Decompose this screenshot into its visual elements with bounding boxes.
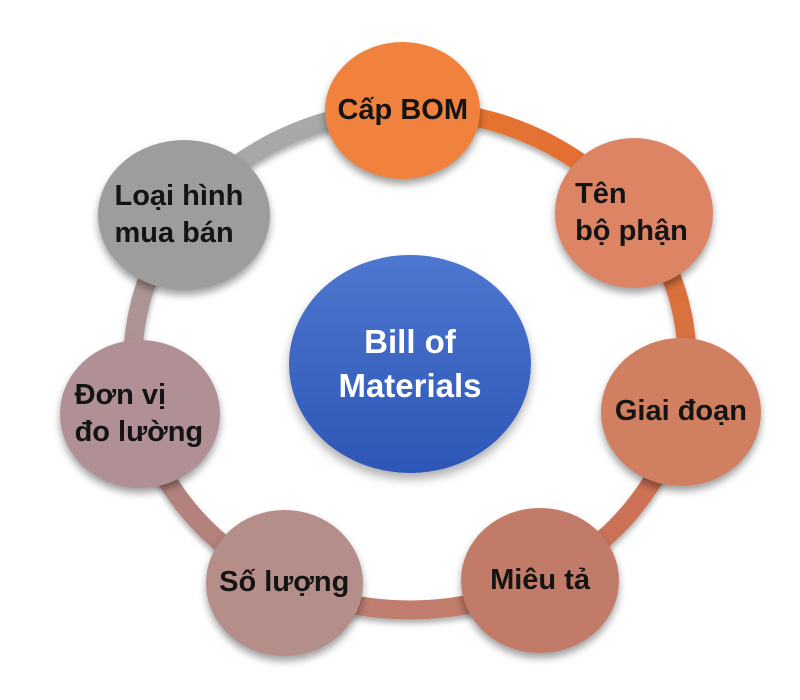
node-mieu-ta: Miêu tả: [461, 508, 620, 654]
node-cap-bom: Cấp BOM: [325, 41, 481, 179]
center-node-label-line2: Materials: [338, 367, 482, 404]
node-label: Cấp BOM: [337, 93, 468, 126]
node-label: Đơn vị: [74, 379, 167, 412]
node-label: Số lượng: [219, 566, 350, 599]
center-node-bill-of-materials: Bill of Materials: [289, 255, 531, 473]
node-label: Miêu tả: [490, 564, 590, 597]
node-don-vi-do-luong: Đơn vị đo lường: [59, 340, 220, 489]
node-label: mua bán: [114, 216, 234, 249]
node-label: bộ phận: [575, 215, 688, 248]
center-node-label-line1: Bill of: [364, 323, 456, 360]
node-label: Loại hình: [114, 179, 244, 212]
node-label: đo lường: [74, 416, 204, 449]
node-so-luong: Số lượng: [205, 509, 363, 656]
node-giai-doan: Giai đoạn: [600, 337, 761, 486]
node-ten-bo-phan: Tên bộ phận: [555, 138, 714, 289]
node-loai-hinh-mua-ban: Loại hình mua bán: [98, 139, 271, 290]
node-label: Giai đoạn: [614, 395, 747, 428]
node-label: Tên: [575, 178, 627, 211]
